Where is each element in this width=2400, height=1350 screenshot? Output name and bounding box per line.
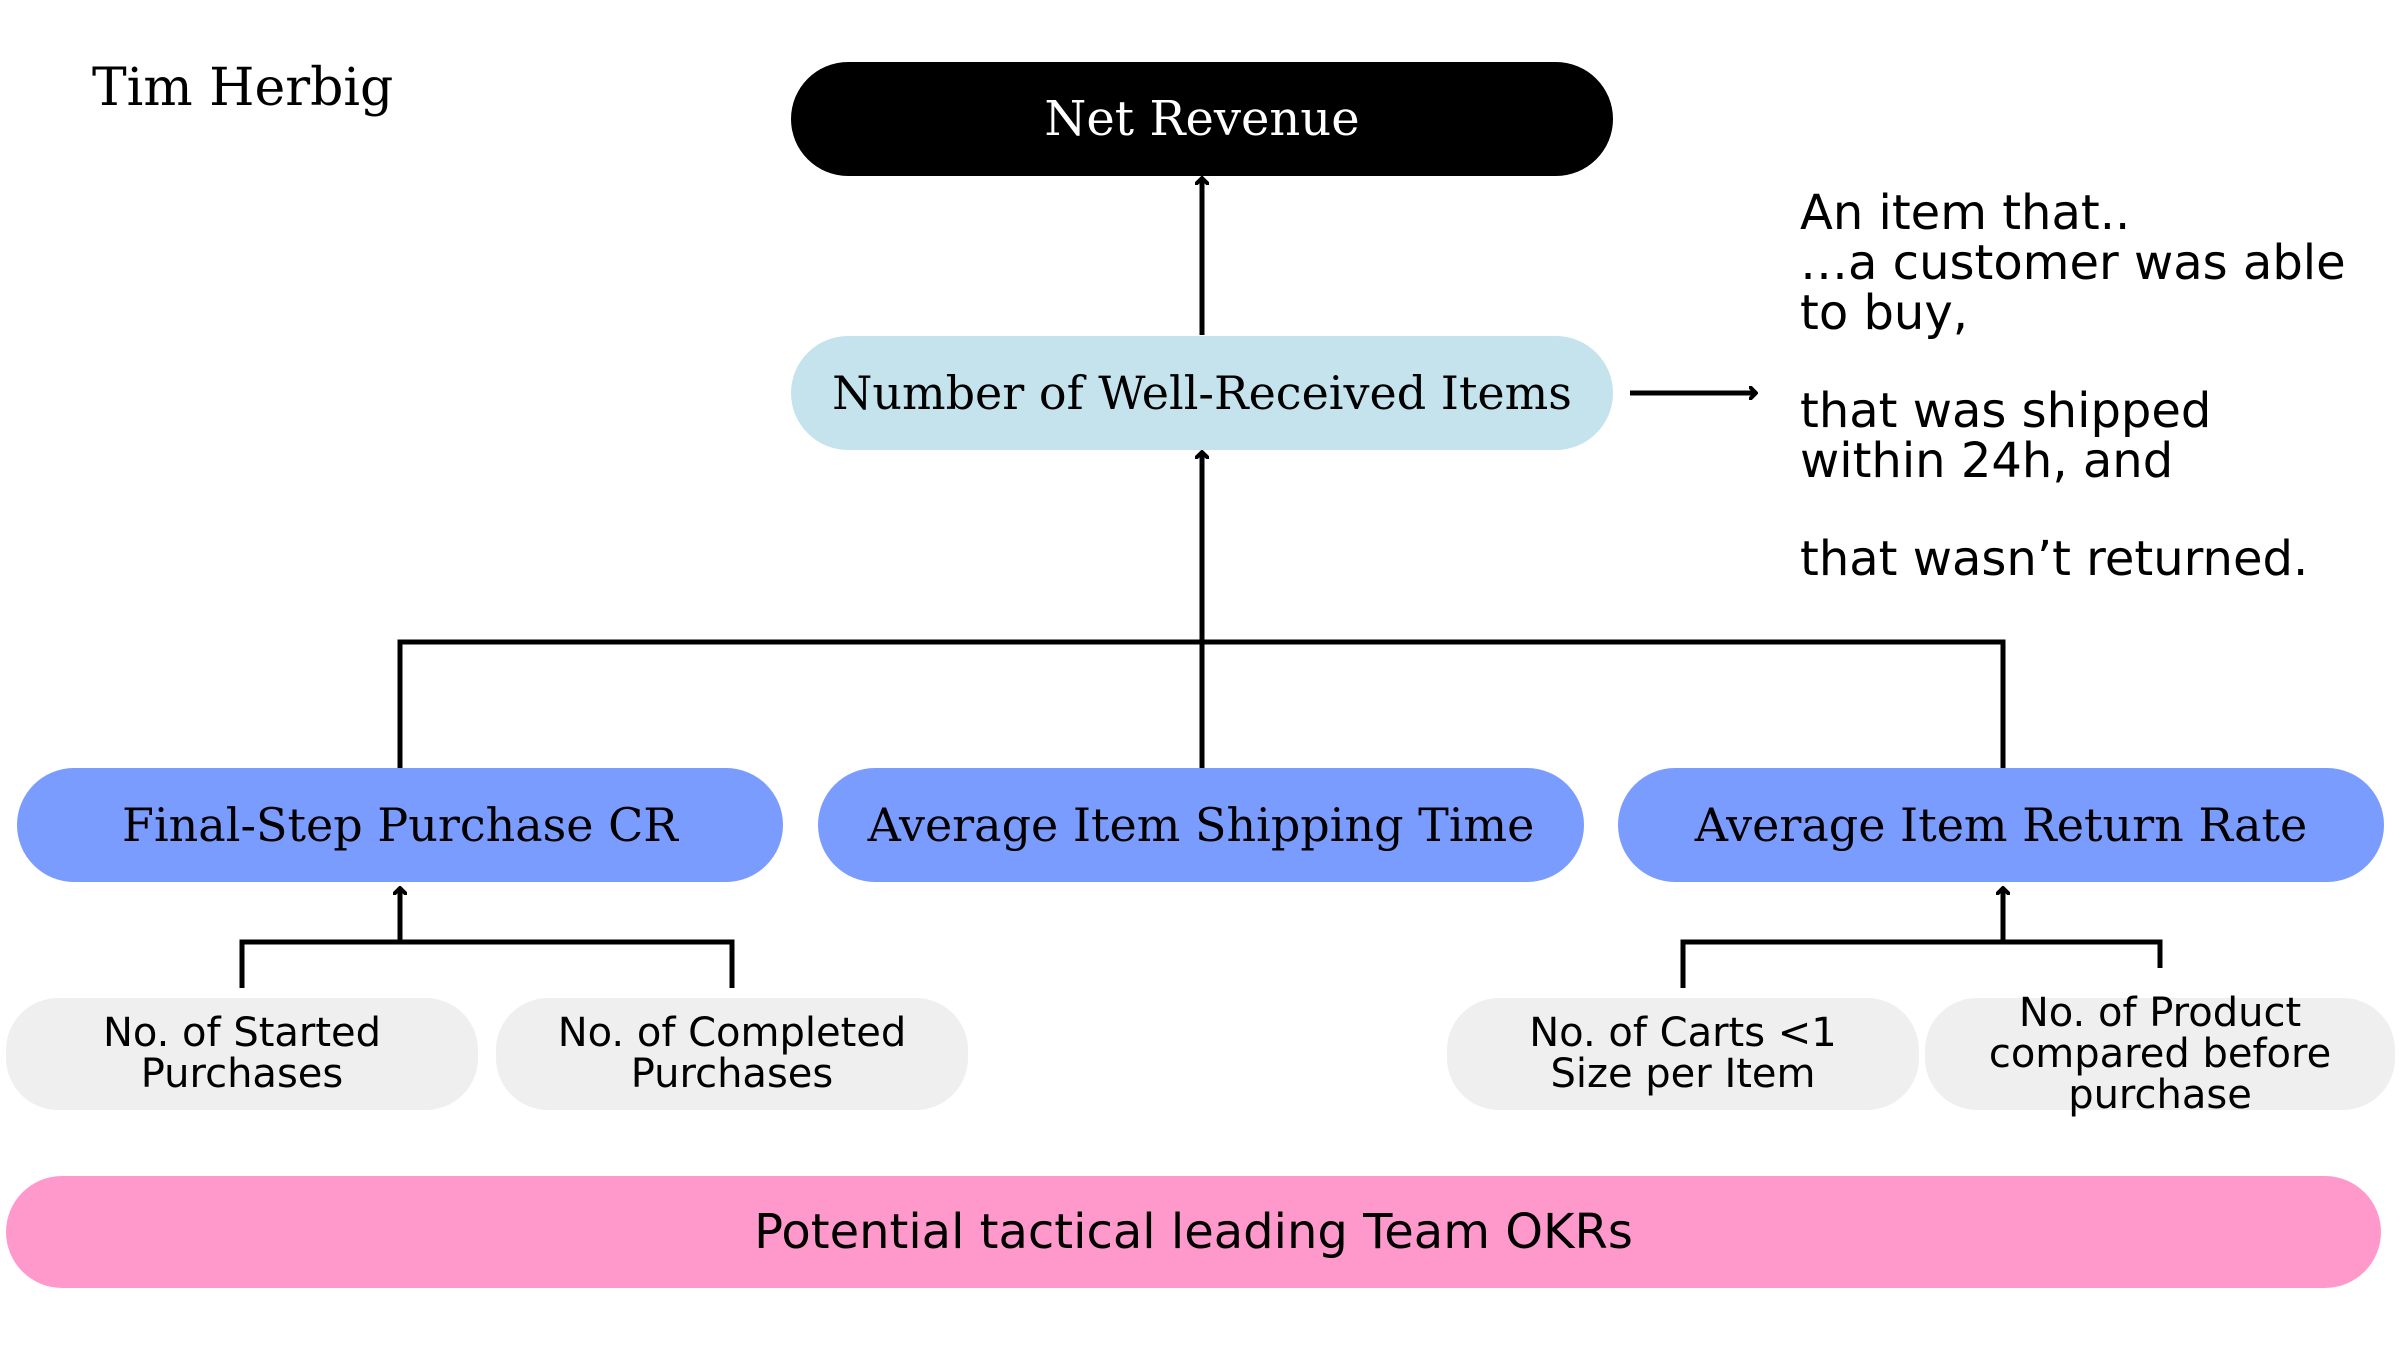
node-average-item-shipping-time-label: Average Item Shipping Time <box>867 798 1535 852</box>
node-compared-line2: compared before <box>1988 1030 2332 1077</box>
node-completed-purchases-line1: No. of Completed <box>557 1010 907 1056</box>
node-started-purchases-line2: Purchases <box>140 1051 344 1097</box>
definition-note: An item that.. …a customer was able to b… <box>1800 188 2360 584</box>
node-started-purchases-line1: No. of Started <box>102 1010 382 1056</box>
node-carts-size-per-item: No. of Carts <1 Size per Item <box>1447 998 1919 1110</box>
connector-left-branch <box>239 939 735 988</box>
node-carts-line2: Size per Item <box>1550 1051 1816 1097</box>
okr-banner-label: Potential tactical leading Team OKRs <box>754 1204 1633 1260</box>
node-final-step-purchase-cr: Final-Step Purchase CR <box>17 768 783 882</box>
note-line-3: to buy, <box>1800 285 1968 341</box>
note-spacer <box>1800 486 2360 534</box>
connector-branch <box>397 639 2006 768</box>
node-final-step-purchase-cr-label: Final-Step Purchase CR <box>122 798 678 852</box>
connector-right-branch <box>1680 939 2163 988</box>
note-spacer <box>1800 338 2360 386</box>
note-line-5: within 24h, and <box>1800 433 2174 489</box>
okr-banner: Potential tactical leading Team OKRs <box>6 1176 2381 1288</box>
node-started-purchases: No. of Started Purchases <box>6 998 478 1110</box>
node-compared-line1: No. of Product <box>2018 989 2302 1036</box>
brand-name: Tim Herbig <box>92 58 394 118</box>
node-net-revenue-label: Net Revenue <box>1044 91 1360 147</box>
node-carts-line1: No. of Carts <1 <box>1529 1010 1837 1056</box>
node-average-item-return-rate: Average Item Return Rate <box>1618 768 2384 882</box>
node-average-item-shipping-time: Average Item Shipping Time <box>818 768 1584 882</box>
node-net-revenue: Net Revenue <box>791 62 1613 176</box>
note-line-6: that wasn’t returned. <box>1800 531 2309 587</box>
note-line-4: that was shipped <box>1800 383 2212 439</box>
node-completed-purchases: No. of Completed Purchases <box>496 998 968 1110</box>
node-products-compared: No. of Product compared before purchase <box>1925 992 2395 1115</box>
note-line-1: An item that.. <box>1800 185 2131 241</box>
node-average-item-return-rate-label: Average Item Return Rate <box>1694 798 2308 852</box>
node-well-received-items-label: Number of Well-Received Items <box>832 366 1572 420</box>
node-compared-line3: purchase <box>2068 1071 2252 1118</box>
node-completed-purchases-line2: Purchases <box>630 1051 834 1097</box>
note-line-2: …a customer was able <box>1800 235 2346 291</box>
node-well-received-items: Number of Well-Received Items <box>791 336 1613 450</box>
